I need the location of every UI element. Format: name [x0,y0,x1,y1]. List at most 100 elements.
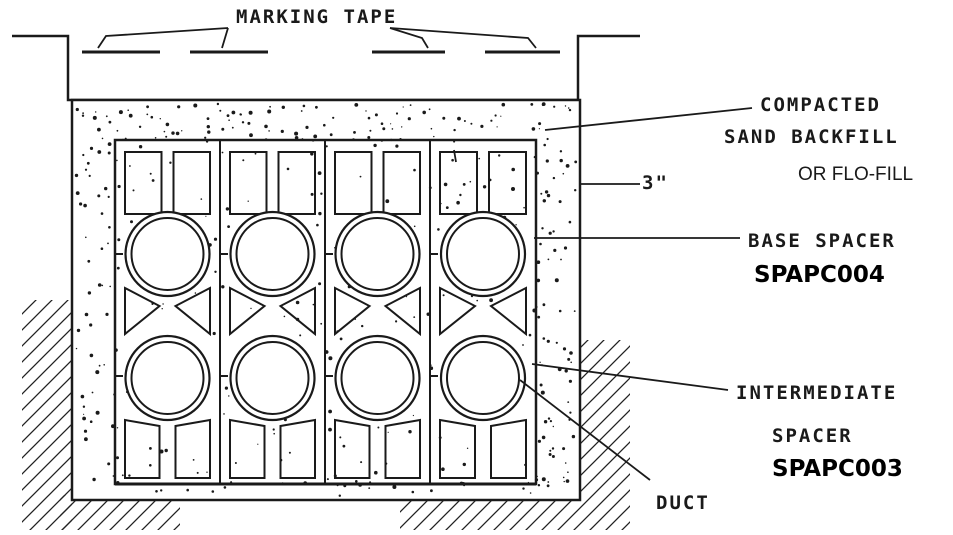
backfill-grain [496,126,498,128]
backfill-grain [223,486,227,489]
backfill-grain [411,490,415,494]
backfill-grain [385,199,390,204]
backfill-grain [175,131,180,136]
backfill-grain [353,131,356,134]
backfill-grain [88,174,91,177]
backfill-grain [539,361,541,363]
backfill-grain [97,127,101,132]
backfill-grain [127,109,129,111]
duct [235,341,310,415]
backfill-grain [146,105,150,109]
backfill-grain [248,110,253,115]
backfill-grain [538,128,541,130]
backfill-grain [395,112,399,115]
backfill-grain [323,123,326,127]
backfill-grain [219,109,222,112]
backfill-grain [539,383,543,387]
backfill-grain [328,356,333,361]
base-spacer-code: SPAPC004 [754,262,885,288]
backfill-grain [541,435,546,440]
backfill-grain [430,127,433,130]
backfill-grain [462,462,466,467]
backfill-grain [456,200,460,205]
backfill-grain [395,320,398,323]
spacer-web [173,286,211,337]
backfill-grain [501,102,506,107]
backfill-grain [422,110,427,115]
backfill-grain [451,158,454,162]
backfill-grain [530,103,534,106]
backfill-grain [89,323,93,327]
backfill-grain [413,225,416,228]
backfill-grain [242,159,245,162]
backfill-grain [377,426,380,429]
backfill-grain [91,391,94,394]
backfill-grain [249,133,253,138]
backfill-grain [355,480,358,483]
backfill-grain [569,411,572,414]
backfill-grain [300,110,303,112]
backfill-grain [254,152,257,155]
backfill-grain [116,456,119,460]
backfill-grain [206,125,210,129]
backfill-grain [316,223,319,227]
backfill-grain [546,484,550,488]
duct [446,217,520,291]
backfill-grain [288,451,291,454]
label-leaders [453,107,753,481]
backfill-grain [250,307,252,310]
backfill-grain [154,137,157,139]
backfill-grain [231,110,236,115]
backfill-grain [574,160,578,164]
backfill-grain [478,157,481,160]
backfill-grain [453,128,456,132]
backfill-grain [87,259,91,263]
backfill-grain [480,124,484,128]
backfill-grain [537,484,541,487]
backfill-grain [552,176,556,180]
spacer-pocket [174,418,211,479]
backfill-grain [369,129,372,132]
backfill-grain [332,116,335,119]
backfill-grain [221,151,224,154]
spacer-pocket [384,418,421,479]
backfill-grain [549,449,552,452]
backfill-grain [559,158,563,163]
backfill-grain [224,386,228,390]
spacer-pocket [172,151,211,215]
backfill-grain [98,364,101,367]
backfill-grain [374,113,378,117]
backfill-grain [568,379,573,383]
backfill-grain [546,339,550,343]
backfill-grain [549,420,553,423]
backfill-grain [164,448,168,453]
backfill-grain [228,395,230,397]
backfill-grain [547,258,550,261]
backfill-grain [565,164,570,168]
backfill-grain [74,173,79,178]
backfill-grain [543,420,548,424]
backfill-grain [200,198,203,200]
backfill-grain [542,303,546,307]
backfill-grain [359,175,362,178]
backfill-grain [80,394,85,399]
backfill-grain [116,159,118,162]
backfill-grain [283,315,286,318]
backfill-grain [523,206,525,209]
backfill-grain [268,130,270,132]
backfill-grain [162,303,164,305]
backfill-grain [546,137,549,141]
spacer-pocket [439,418,476,479]
backfill-grain [402,106,404,108]
duct-label: DUCT [656,492,710,514]
duct [130,341,205,415]
spacer-web [439,286,477,337]
backfill-grain [318,282,322,286]
backfill-grain [553,105,556,108]
backfill-grain [564,369,568,373]
backfill-grain [83,413,85,415]
backfill-grain [339,337,343,341]
spacer-assembly [113,138,538,486]
spacer-pocket [490,418,527,479]
backfill-grain [489,298,493,303]
